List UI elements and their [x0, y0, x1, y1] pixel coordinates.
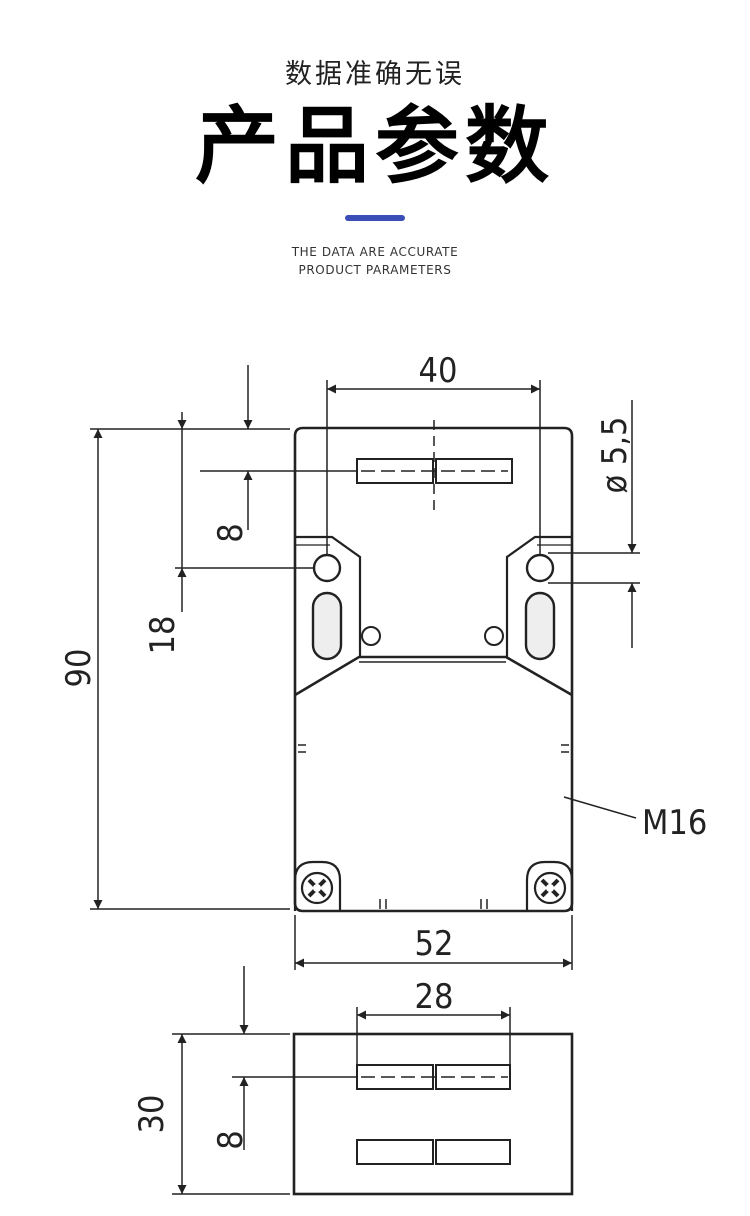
dim-28-label: 28 [415, 977, 454, 1017]
right-pin [484, 626, 504, 646]
side-body-outline [292, 1032, 574, 1196]
right-slot [524, 591, 556, 661]
m16-leader [563, 796, 637, 819]
m16-label: M16 [642, 803, 707, 843]
dim-40-label: 40 [419, 351, 458, 391]
right-mount-hole [525, 553, 555, 583]
subtitle-cn: 数据准确无误 [285, 59, 465, 90]
right-screw [533, 871, 567, 905]
side-slot-upper-right [435, 1064, 511, 1090]
front-body-outline [293, 426, 574, 913]
dim-18-label: 18 [143, 616, 183, 655]
left-screw [300, 871, 334, 905]
right-screw-pocket [525, 860, 574, 911]
dim-52-label: 52 [415, 924, 454, 964]
dim-8-side-label: 8 [211, 1130, 251, 1149]
page-title: 产品参数 [194, 97, 555, 195]
dim-8-front-label: 8 [211, 523, 251, 542]
side-slot-lower-left [356, 1139, 434, 1165]
key-slot-top-right [435, 458, 513, 484]
left-mount-hole [312, 553, 342, 583]
dim-hole-label: ø 5,5 [595, 416, 635, 493]
accent-divider [345, 215, 405, 221]
left-slot [311, 591, 343, 661]
dim-30-label: 30 [132, 1095, 172, 1134]
subtitle-en-line1: THE DATA ARE ACCURATE [291, 245, 459, 259]
left-pin [361, 626, 381, 646]
side-slot-lower-right [435, 1139, 511, 1165]
left-mount-bracket [295, 535, 362, 657]
head-divider [294, 655, 573, 697]
dim-90-label: 90 [59, 649, 99, 688]
subtitle-en-line2: PRODUCT PARAMETERS [298, 263, 452, 277]
side-view [172, 966, 574, 1196]
left-screw-pocket [293, 860, 342, 911]
right-mount-bracket [505, 535, 572, 657]
front-view [90, 365, 640, 970]
